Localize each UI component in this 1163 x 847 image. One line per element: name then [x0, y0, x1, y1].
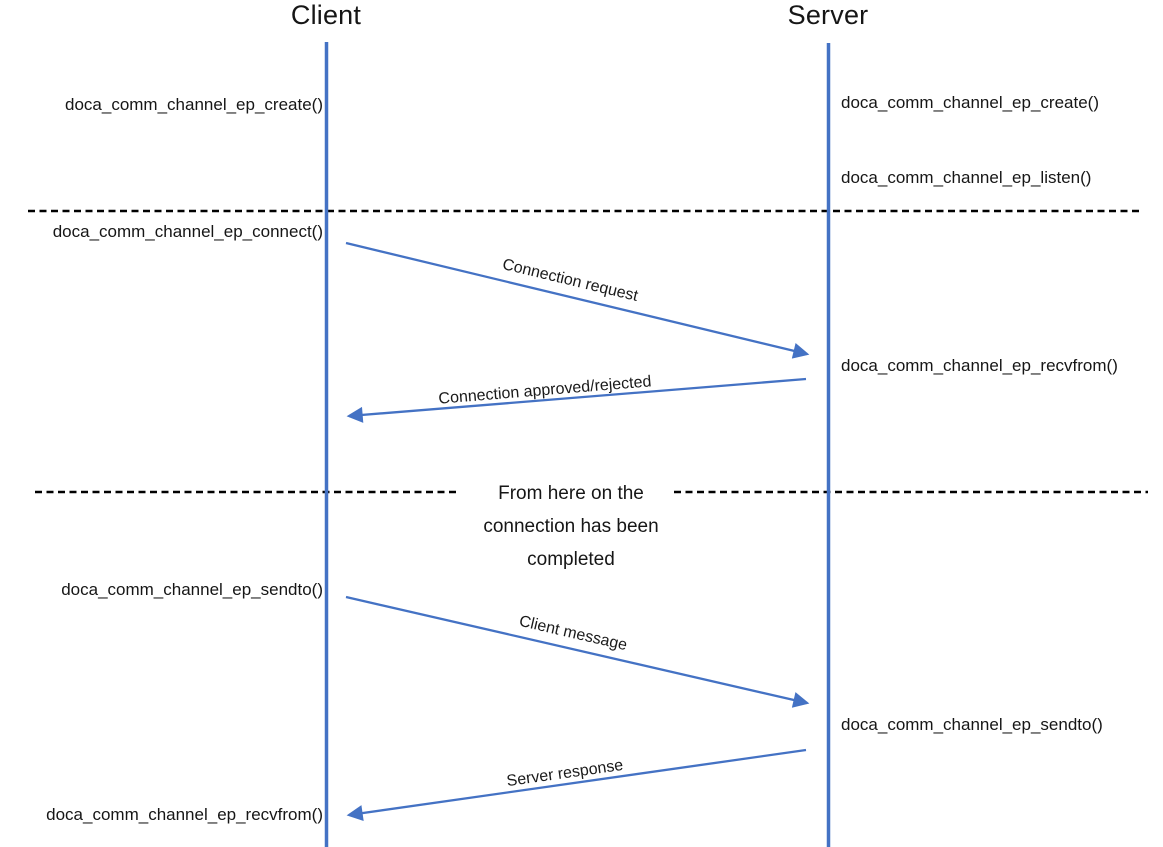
server-call-ep-create: doca_comm_channel_ep_create() — [841, 93, 1099, 112]
client-call-ep-sendto: doca_comm_channel_ep_sendto() — [61, 580, 323, 599]
client-message-arrow — [345, 595, 810, 708]
server-call-ep-listen: doca_comm_channel_ep_listen() — [841, 168, 1092, 187]
server-call-ep-sendto: doca_comm_channel_ep_sendto() — [841, 715, 1103, 734]
phase-note-line2: connection has been — [483, 516, 659, 537]
connection-request-arrow — [345, 241, 810, 359]
client-title: Client — [290, 0, 362, 30]
server-call-ep-recvfrom: doca_comm_channel_ep_recvfrom() — [841, 356, 1118, 375]
phase-note-line3: completed — [527, 549, 615, 570]
phase-note: From here on the connection has been com… — [421, 477, 721, 576]
connection-approved-arrow — [346, 377, 807, 423]
server-title: Server — [787, 0, 869, 30]
client-call-ep-create: doca_comm_channel_ep_create() — [65, 95, 323, 114]
client-call-ep-recvfrom: doca_comm_channel_ep_recvfrom() — [46, 805, 323, 824]
client-call-ep-connect: doca_comm_channel_ep_connect() — [52, 222, 323, 241]
phase-note-line1: From here on the — [498, 483, 644, 504]
server-response-arrow — [346, 748, 807, 822]
